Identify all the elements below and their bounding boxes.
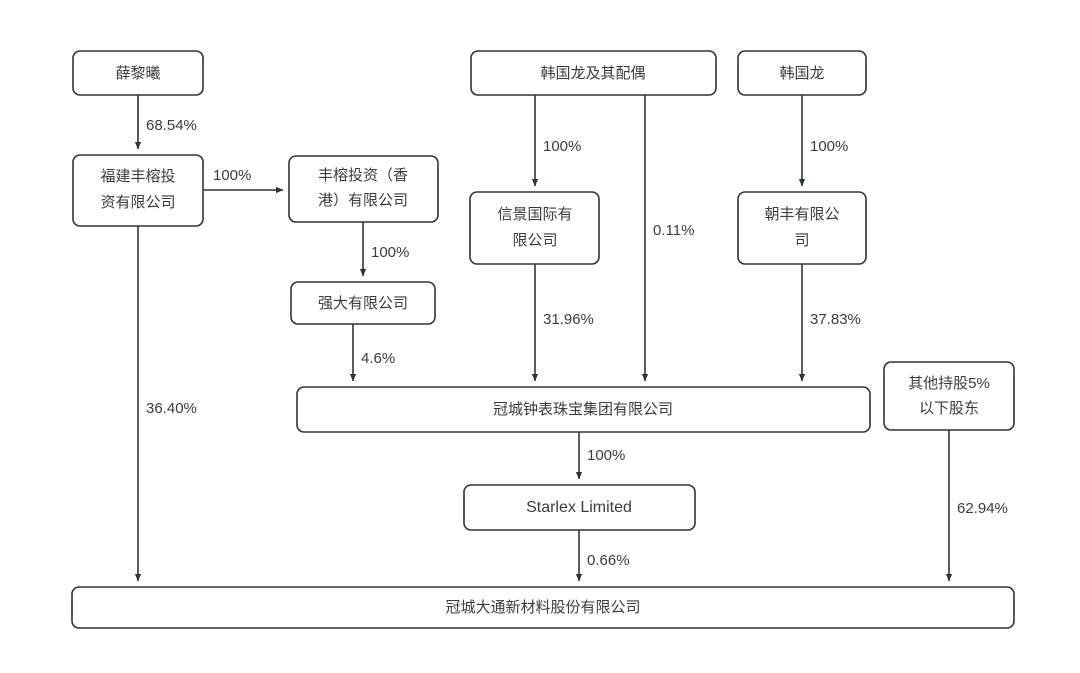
node-label-other-holders-line2: 以下股东 [919,400,979,417]
node-box[interactable] [296,386,871,433]
edge-hk-to-qiangda: 100% [359,222,409,277]
node-box[interactable] [883,361,1015,431]
node-label-han-guolong-spouse: 韩国龙及其配偶 [540,65,645,82]
node-han-guolong-spouse[interactable]: 韩国龙及其配偶 [470,50,717,96]
edge-label-qiangda-to-watch: 4.6% [361,350,395,367]
node-box[interactable] [737,191,867,265]
node-guancheng-datong[interactable]: 冠城大通新材料股份有限公司 [71,586,1015,629]
edge-starlex-to-datong: 0.66% [575,530,630,582]
node-label-xinjing-line1: 信景国际有 [497,206,572,223]
edge-other-to-datong: 62.94% [945,430,1008,582]
edge-label-xue-to-fujian: 68.54% [146,117,197,134]
node-label-han-guolong: 韩国龙 [779,65,824,82]
edge-label-chaofeng-to-watch: 37.83% [810,311,861,328]
node-xinjing-international[interactable]: 信景国际有 限公司 [469,191,600,265]
node-label-fengrong-hk-line2: 港）有限公司 [318,192,408,209]
node-label-starlex-limited: Starlex Limited [526,499,632,516]
node-xue-lixi[interactable]: 薛黎曦 [72,50,204,96]
node-other-holders[interactable]: 其他持股5% 以下股东 [883,361,1015,431]
node-label-fujian-fengrong-line1: 福建丰榕投 [100,168,175,185]
node-box[interactable] [288,155,439,223]
node-starlex-limited[interactable]: Starlex Limited [463,484,696,531]
edge-label-fujian-to-datong: 36.40% [146,400,197,417]
edge-watch-to-starlex: 100% [575,432,625,480]
node-box[interactable] [470,50,717,96]
edge-label-fujian-to-hk: 100% [213,167,251,184]
node-label-fengrong-hk-line1: 丰榕投资（香 [318,167,408,184]
edge-label-hansp-to-watch: 0.11% [653,222,694,239]
node-han-guolong[interactable]: 韩国龙 [737,50,867,96]
edge-xue-to-fujian: 68.54% [134,95,197,150]
node-fujian-fengrong[interactable]: 福建丰榕投 资有限公司 [72,154,204,227]
edge-label-han-to-chaofeng: 100% [810,138,848,155]
edge-fujian-to-hk: 100% [203,167,284,194]
node-box[interactable] [72,154,204,227]
edge-chaofeng-to-watch: 37.83% [798,264,861,382]
node-label-chaofeng-line2: 司 [794,232,809,249]
node-box[interactable] [71,586,1015,629]
edge-label-xinjing-to-watch: 31.96% [543,311,594,328]
node-chaofeng[interactable]: 朝丰有限公 司 [737,191,867,265]
edge-han-to-chaofeng: 100% [798,95,848,187]
node-qiangda[interactable]: 强大有限公司 [290,281,436,325]
edge-hansp-to-xinjing: 100% [531,95,581,187]
node-label-guancheng-watch-jewelry: 冠城钟表珠宝集团有限公司 [493,401,673,418]
node-box[interactable] [72,50,204,96]
edge-hansp-to-watch: 0.11% [641,95,694,382]
edge-label-hansp-to-xinjing: 100% [543,138,581,155]
edge-fujian-to-datong: 36.40% [134,226,197,582]
node-label-guancheng-datong: 冠城大通新材料股份有限公司 [445,599,640,616]
node-box[interactable] [469,191,600,265]
edge-label-other-to-datong: 62.94% [957,500,1008,517]
node-box[interactable] [290,281,436,325]
node-label-fujian-fengrong-line2: 资有限公司 [100,194,175,211]
node-label-xinjing-line2: 限公司 [512,232,557,249]
edge-xinjing-to-watch: 31.96% [531,264,594,382]
node-label-other-holders-line1: 其他持股5% [908,375,990,392]
node-label-qiangda: 强大有限公司 [318,295,408,312]
node-box[interactable] [737,50,867,96]
node-box[interactable] [463,484,696,531]
node-guancheng-watch-jewelry[interactable]: 冠城钟表珠宝集团有限公司 [296,386,871,433]
edge-label-watch-to-starlex: 100% [587,447,625,464]
node-label-chaofeng-line1: 朝丰有限公 [764,206,839,223]
edge-qiangda-to-watch: 4.6% [349,324,395,382]
edge-label-hk-to-qiangda: 100% [371,244,409,261]
node-label-xue-lixi: 薛黎曦 [115,65,160,82]
node-fengrong-hk[interactable]: 丰榕投资（香 港）有限公司 [288,155,439,223]
edge-label-starlex-to-datong: 0.66% [587,552,630,569]
